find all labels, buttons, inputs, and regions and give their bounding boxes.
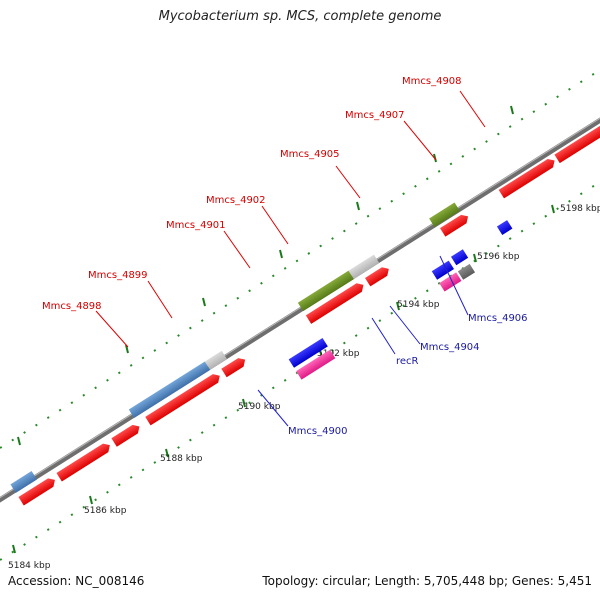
gene-mmcs-4907 <box>498 158 555 199</box>
gene-label: Mmcs_4907 <box>345 110 405 121</box>
reverse-genes <box>288 220 513 380</box>
gene-mmcs-4908 <box>554 122 600 164</box>
leader-mmcs-4898 <box>95 310 129 348</box>
leader-mmcs-4901 <box>223 230 251 269</box>
tick-label: 5196 kbp <box>477 252 520 262</box>
gene-mmcs-4901 <box>297 270 354 312</box>
tick-label: 5192 kbp <box>317 349 360 359</box>
gene-mmcs-4905 <box>429 202 460 227</box>
gene-5184-steel <box>10 471 37 493</box>
leader-mmcs-4905 <box>335 165 361 199</box>
genome-backbone <box>0 117 600 503</box>
tick-5184 <box>12 544 16 554</box>
gene-mmcs-4905b <box>440 214 469 237</box>
forward-genes <box>10 122 600 506</box>
tick-label: 5184 kbp <box>8 561 51 571</box>
tick-label: 5188 kbp <box>160 454 203 464</box>
leader-mmcs-4907 <box>403 120 437 161</box>
gene-mmcs-4900 <box>288 337 328 368</box>
tick-5188 <box>165 448 169 458</box>
outer-major-ticks <box>17 105 514 446</box>
gene-label: Mmcs_4906 <box>468 313 528 324</box>
gene-label: Mmcs_4904 <box>420 342 480 353</box>
tick-label: 5190 kbp <box>238 402 281 412</box>
leader-recr <box>371 317 396 355</box>
gene-mmcs-4898 <box>128 361 211 419</box>
gene-mmcs-4900b <box>296 349 336 380</box>
gene-mmcs-4904b <box>450 249 469 266</box>
gene-label: Mmcs_4900 <box>288 426 348 437</box>
gene-mmcs-4901-tail <box>348 254 380 280</box>
diagram-title: Mycobacterium sp. MCS, complete genome <box>158 9 442 24</box>
gene-label: Mmcs_4899 <box>88 270 148 281</box>
accession-label: Accession: NC_008146 <box>8 574 145 588</box>
gene-label: Mmcs_4901 <box>166 220 226 231</box>
gene-mmcs-4896 <box>18 478 55 506</box>
gene-label: Mmcs_4908 <box>402 76 462 87</box>
gene-mmcs-4899 <box>145 374 220 426</box>
tick-5198 <box>551 204 555 214</box>
gene-recr <box>439 272 462 292</box>
gene-mmcs-4897b <box>111 424 140 447</box>
gene-mmcs-4902 <box>305 283 364 324</box>
gene-mmcs-4898-tail <box>204 350 228 370</box>
tick-5194 <box>396 301 400 311</box>
tick-5190 <box>242 398 246 408</box>
leader-mmcs-4906 <box>439 255 469 316</box>
leader-mmcs-4900 <box>257 389 289 427</box>
gene-mmcs-4904 <box>457 263 476 280</box>
tick-label: 5194 kbp <box>397 300 440 310</box>
genome-backbone-highlight <box>0 117 600 499</box>
gene-label: Mmcs_4905 <box>280 149 340 160</box>
tick-label: 5186 kbp <box>84 506 127 516</box>
leader-mmcs-4908 <box>459 90 486 128</box>
tick-5186 <box>89 495 93 505</box>
gene-label: recR <box>396 356 419 367</box>
gene-label: Mmcs_4898 <box>42 301 102 312</box>
tick-label: 5198 kbp <box>560 204 600 214</box>
gene-mmcs-4903 <box>431 260 455 280</box>
gene-mmcs-4902b <box>365 267 389 287</box>
major-ticks <box>12 204 555 554</box>
gene-mmcs-4897 <box>56 443 110 482</box>
tick-5196 <box>473 253 477 263</box>
gene-mmcs-4899b <box>221 358 246 378</box>
leader-mmcs-4904 <box>389 305 421 345</box>
leader-mmcs-4899 <box>147 280 173 319</box>
gene-label: Mmcs_4902 <box>206 195 266 206</box>
leader-mmcs-4902 <box>261 205 289 245</box>
gene-mmcs-4906 <box>496 220 513 235</box>
topology-label: Topology: circular; Length: 5,705,448 bp… <box>262 574 592 588</box>
